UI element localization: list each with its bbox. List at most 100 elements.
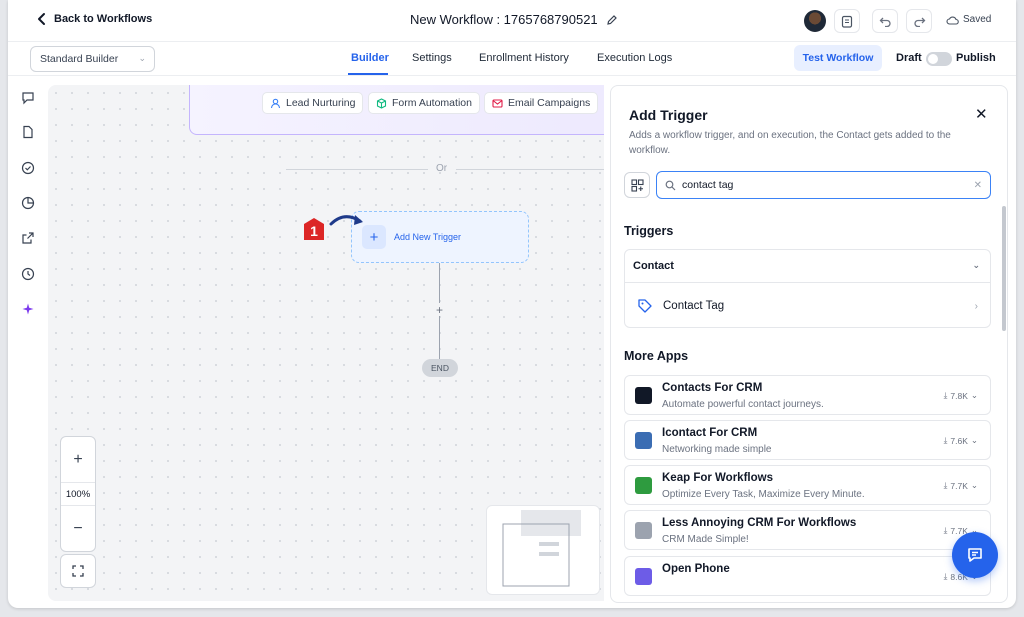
category-label: Contact	[633, 260, 674, 272]
pencil-icon[interactable]	[606, 14, 618, 26]
app-card[interactable]: Keap For Workflows Optimize Every Task, …	[624, 465, 991, 505]
curved-arrow-icon	[329, 215, 363, 226]
workflow-canvas[interactable]: Lead Nurturing Form Automation Email Cam…	[48, 85, 604, 601]
trigger-search: ✕	[656, 171, 991, 199]
tab-enrollment-history[interactable]: Enrollment History	[479, 52, 569, 64]
zoom-out-button[interactable]: −	[73, 520, 83, 537]
category-header[interactable]: Contact ⌄	[625, 250, 990, 283]
sparkle-icon[interactable]	[20, 301, 36, 317]
step-number-badge: 1	[304, 218, 324, 240]
download-icon: ⤓	[943, 435, 948, 445]
app-name: Less Annoying CRM For Workflows	[662, 517, 857, 529]
app-downloads: ⤓7.7K⌄	[944, 525, 978, 536]
publish-toggle[interactable]	[926, 52, 952, 66]
app-logo-icon	[635, 477, 652, 494]
chat-support-button[interactable]	[952, 532, 998, 578]
chevron-down-icon: ⌄	[970, 390, 978, 400]
tab-execution-logs[interactable]: Execution Logs	[597, 52, 673, 64]
app-card[interactable]: Icontact For CRM Networking made simple …	[624, 420, 991, 460]
app-subtitle: CRM Made Simple!	[662, 534, 749, 545]
app-window: Back to Workflows New Workflow : 1765768…	[8, 0, 1016, 608]
minimap[interactable]	[486, 505, 600, 595]
tab-settings[interactable]: Settings	[412, 52, 452, 64]
download-count: 7.7K	[950, 480, 968, 491]
back-to-workflows-link[interactable]: Back to Workflows	[36, 12, 152, 26]
search-input[interactable]	[682, 179, 968, 191]
tab-builder[interactable]: Builder	[351, 52, 389, 64]
zoom-in-button[interactable]: +	[73, 451, 83, 468]
app-logo-icon	[635, 522, 652, 539]
undo-button[interactable]	[872, 9, 898, 33]
divider	[286, 169, 428, 170]
redo-icon	[913, 17, 925, 27]
file-icon[interactable]	[20, 124, 36, 140]
panel-description: Adds a workflow trigger, and on executio…	[629, 130, 951, 156]
template-chip-lead-nurturing[interactable]: Lead Nurturing	[262, 92, 364, 114]
search-icon	[665, 180, 676, 190]
add-trigger-panel: Add Trigger ✕ Adds a workflow trigger, a…	[610, 85, 1008, 603]
test-workflow-button[interactable]: Test Workflow	[794, 45, 882, 71]
app-card[interactable]: Open Phone ⤓8.6K⌄	[624, 556, 991, 596]
fit-view-button[interactable]	[60, 554, 96, 588]
top-bar: Back to Workflows New Workflow : 1765768…	[8, 0, 1016, 42]
clipboard-icon	[841, 15, 853, 28]
template-chip-email-campaigns[interactable]: Email Campaigns	[484, 92, 599, 114]
more-apps-heading: More Apps	[624, 349, 689, 363]
builder-select[interactable]: Standard Builder ⌄	[30, 46, 155, 72]
left-rail	[8, 76, 48, 608]
app-card[interactable]: Contacts For CRM Automate powerful conta…	[624, 375, 991, 415]
builder-select-value: Standard Builder	[40, 53, 119, 65]
chevron-down-icon: ⌄	[970, 480, 978, 490]
cloud-icon	[946, 15, 959, 25]
grid-icon	[630, 178, 644, 192]
notes-button[interactable]	[834, 9, 860, 33]
template-suggestions-card: Lead Nurturing Form Automation Email Cam…	[189, 85, 604, 135]
tag-icon	[638, 299, 652, 313]
panel-title: Add Trigger	[629, 107, 708, 123]
workflow-title[interactable]: New Workflow : 1765768790521	[410, 12, 618, 27]
external-link-icon[interactable]	[20, 230, 36, 246]
check-circle-icon[interactable]	[20, 160, 36, 176]
publish-label: Publish	[956, 52, 996, 64]
saved-status: Saved	[946, 14, 991, 25]
app-downloads: ⤓7.8K⌄	[944, 390, 978, 401]
clear-search-icon[interactable]: ✕	[973, 179, 982, 191]
end-node: END	[422, 359, 458, 377]
add-new-trigger-node[interactable]: + Add New Trigger	[351, 211, 529, 263]
app-logo-icon	[635, 387, 652, 404]
close-icon[interactable]: ✕	[975, 106, 988, 123]
download-icon: ⤓	[943, 390, 948, 400]
trigger-item-contact-tag[interactable]: Contact Tag ›	[625, 284, 990, 328]
zoom-level: 100%	[61, 482, 95, 506]
panel-scrollbar[interactable]	[1002, 206, 1006, 331]
undo-icon	[879, 17, 891, 27]
avatar[interactable]	[804, 10, 826, 32]
category-view-button[interactable]	[624, 172, 650, 198]
nav-bar: Standard Builder ⌄ Builder Settings Enro…	[8, 42, 1016, 76]
redo-button[interactable]	[906, 9, 932, 33]
add-step-button[interactable]: +	[433, 303, 446, 317]
download-count: 7.6K	[950, 435, 968, 446]
app-logo-icon	[635, 432, 652, 449]
chat-bubble-icon[interactable]	[20, 90, 36, 106]
mail-icon	[492, 98, 503, 108]
saved-label: Saved	[963, 14, 992, 25]
chevron-down-icon: ⌄	[970, 435, 978, 445]
step-number: 1	[310, 223, 318, 239]
or-label: Or	[436, 163, 448, 174]
chevron-down-icon: ⌄	[138, 53, 146, 63]
chevron-down-icon: ⌄	[972, 260, 980, 270]
trigger-item-label: Contact Tag	[663, 300, 725, 312]
expand-icon	[72, 565, 84, 577]
download-count: 8.6K	[950, 571, 968, 582]
pie-chart-icon[interactable]	[20, 195, 36, 211]
app-subtitle: Automate powerful contact journeys.	[662, 399, 824, 410]
history-icon[interactable]	[20, 266, 36, 282]
app-subtitle: Optimize Every Task, Maximize Every Minu…	[662, 489, 865, 500]
chevron-left-icon	[38, 13, 45, 25]
template-chip-form-automation[interactable]: Form Automation	[368, 92, 480, 114]
download-icon: ⤓	[943, 571, 948, 581]
app-card[interactable]: Less Annoying CRM For Workflows CRM Made…	[624, 510, 991, 550]
app-name: Icontact For CRM	[662, 427, 758, 439]
chevron-down-icon: ⌄	[970, 525, 978, 535]
